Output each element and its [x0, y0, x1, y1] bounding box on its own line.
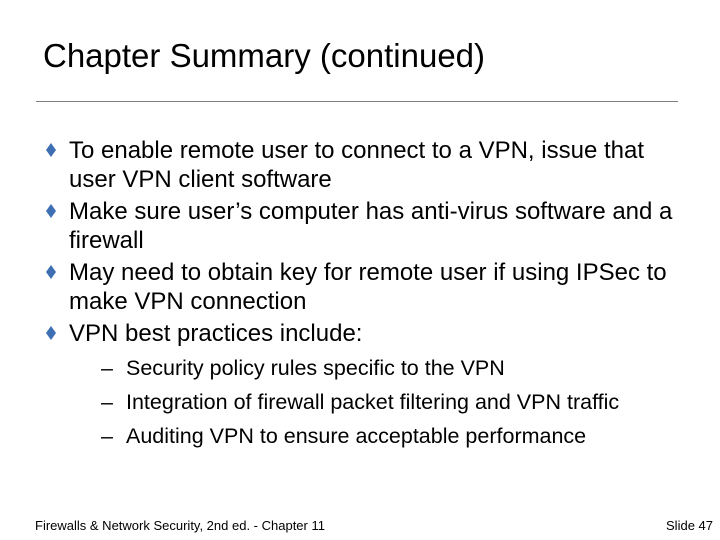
bullet-text: To enable remote user to connect to a VP…	[69, 137, 644, 193]
sub-bullet-text: Integration of firewall packet filtering…	[126, 390, 620, 414]
slide-number: Slide 47	[666, 518, 713, 533]
bullet-list: To enable remote user to connect to a VP…	[44, 136, 684, 456]
title-divider	[36, 101, 678, 102]
bullet-item: Make sure user’s computer has anti-virus…	[44, 197, 684, 255]
diamond-bullet-icon	[44, 204, 58, 218]
sub-bullet-item: – Auditing VPN to ensure acceptable perf…	[101, 422, 684, 450]
bullet-text: May need to obtain key for remote user i…	[69, 259, 667, 315]
sub-bullet-text: Auditing VPN to ensure acceptable perfor…	[126, 424, 587, 448]
sub-bullet-list: – Security policy rules specific to the …	[101, 354, 684, 450]
dash-marker: –	[101, 390, 113, 414]
dash-marker: –	[101, 424, 113, 448]
bullet-text: Make sure user’s computer has anti-virus…	[69, 198, 673, 254]
diamond-bullet-icon	[44, 326, 58, 340]
bullet-text: VPN best practices include:	[69, 320, 363, 347]
slide-footer: Firewalls & Network Security, 2nd ed. - …	[35, 518, 325, 533]
sub-bullet-item: – Security policy rules specific to the …	[101, 354, 684, 382]
sub-bullet-item: – Integration of firewall packet filteri…	[101, 388, 684, 416]
dash-marker: –	[101, 356, 113, 380]
bullet-item: VPN best practices include: – Security p…	[44, 319, 684, 450]
diamond-bullet-icon	[44, 143, 58, 157]
slide-title: Chapter Summary (continued)	[43, 37, 486, 74]
bullet-item: May need to obtain key for remote user i…	[44, 258, 684, 316]
diamond-bullet-icon	[44, 265, 58, 279]
bullet-item: To enable remote user to connect to a VP…	[44, 136, 684, 194]
sub-bullet-text: Security policy rules specific to the VP…	[126, 356, 505, 380]
